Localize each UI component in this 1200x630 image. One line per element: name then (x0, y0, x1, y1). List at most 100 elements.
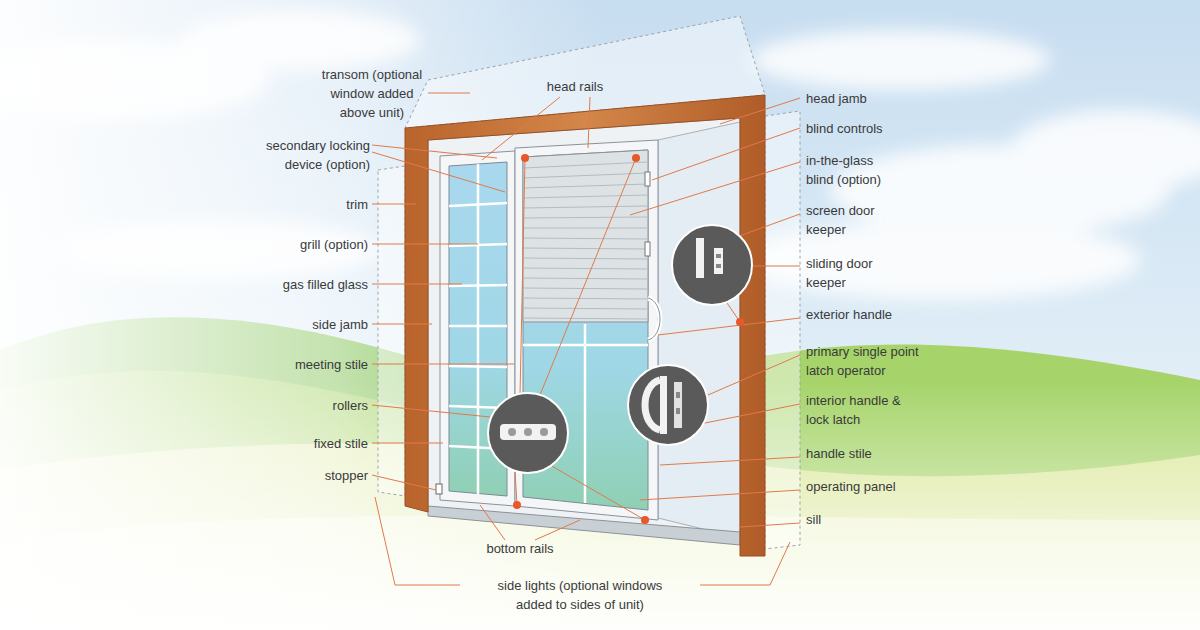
door-unit-part-part (523, 344, 648, 347)
door-unit-part-part (584, 324, 587, 503)
door-unit-part-part (523, 195, 648, 198)
part-label: gas filled glass (283, 275, 368, 294)
door-unit-part (436, 484, 442, 494)
part-label: grill (option) (300, 235, 368, 254)
detail-insets-part (524, 428, 532, 436)
detail-insets-part (676, 392, 680, 398)
part-label: secondary locking device (option) (255, 136, 370, 174)
leader-lines-part (372, 443, 443, 444)
leader-lines-part (658, 318, 800, 335)
door-unit-part (428, 506, 740, 545)
door-unit-part-part (523, 268, 648, 269)
door-unit-part (645, 172, 650, 186)
leader-lines-part (372, 145, 497, 158)
part-label: sliding door keeper (806, 254, 886, 292)
door-unit-part-part (523, 288, 648, 289)
leader-lines-part (640, 490, 800, 500)
part-label: interior handle & lock latch (806, 391, 901, 429)
door-unit-part-part (449, 285, 507, 286)
leader-lines-part (550, 465, 645, 520)
optional-windows-part (765, 111, 800, 549)
door-unit (405, 95, 765, 556)
leader-lines-part (372, 244, 478, 245)
door-unit-part-part (523, 278, 648, 279)
door-unit-part-part (449, 366, 507, 367)
leader-lines-part (372, 364, 514, 365)
detail-insets-part (716, 264, 721, 268)
part-label: screen door keeper (806, 201, 886, 239)
leader-lines-part (660, 457, 800, 465)
door-unit-part-part (523, 184, 648, 188)
detail-insets-part (714, 248, 723, 274)
part-label: fixed stile (314, 434, 368, 453)
part-label: blind controls (806, 119, 883, 138)
leader-lines-part (372, 405, 500, 418)
leader-lines-part (428, 93, 470, 94)
leader-lines-part (372, 475, 436, 490)
optional-windows (378, 16, 800, 549)
optional-windows-part (378, 166, 405, 496)
detail-insets-part (508, 428, 516, 436)
door-unit-part (405, 95, 765, 556)
door-unit-part-part (523, 162, 648, 168)
callout-dots-part (736, 318, 744, 326)
part-label: side jamb (312, 315, 368, 334)
leader-lines-part (515, 470, 517, 505)
door-unit-part-part (523, 228, 648, 229)
part-label: head rails (547, 77, 603, 96)
part-label: trim (346, 195, 368, 214)
leader-lines-part (480, 505, 505, 540)
leader-lines-part (372, 204, 416, 205)
part-label: handle stile (806, 444, 872, 463)
part-label: sill (806, 510, 821, 529)
door-unit-part (645, 242, 650, 256)
detail-insets-part (696, 238, 704, 278)
leader-lines-part (740, 523, 800, 527)
detail-insets-part (672, 225, 752, 305)
detail-insets (488, 225, 752, 473)
part-label: transom (optional window added above uni… (320, 65, 425, 122)
leader-lines-part (372, 152, 505, 192)
door-unit-part-part (523, 258, 648, 259)
detail-insets-part (628, 365, 708, 445)
door-unit-part-part (523, 318, 648, 319)
leader-lines-part (652, 128, 800, 180)
door-unit-part (523, 162, 648, 319)
part-label: operating panel (806, 477, 896, 496)
door-unit-part-part (449, 325, 507, 328)
detail-insets-part (645, 380, 660, 430)
door-unit-part-part (449, 203, 507, 206)
door-unit-part-part (523, 217, 648, 218)
detail-insets-part (488, 393, 568, 473)
detail-insets-part (716, 254, 721, 258)
leader-lines-part (482, 97, 560, 160)
part-label: stopper (325, 466, 368, 485)
callout-dots (513, 154, 744, 524)
part-label: in-the-glass blind (option) (806, 151, 901, 189)
door-unit-part-part (523, 238, 648, 239)
part-label: side lights (optional windows added to s… (488, 576, 673, 614)
leader-lines-part (588, 97, 590, 148)
door-unit-part-part (523, 248, 648, 249)
door-unit-part (648, 298, 660, 340)
part-label: bottom rails (486, 539, 553, 558)
callout-dots-part (513, 501, 521, 509)
part-label: primary single point latch operator (806, 342, 936, 380)
leader-lines-part (372, 324, 432, 325)
leader-lines-part (520, 158, 525, 395)
callout-dots-part (632, 154, 640, 162)
detail-insets-part (660, 376, 667, 434)
callout-dots-part (641, 516, 649, 524)
door-unit-part-part (523, 298, 648, 299)
door-unit-part-part (523, 206, 648, 208)
part-label: exterior handle (806, 305, 892, 324)
part-label: rollers (333, 396, 368, 415)
part-label: meeting stile (295, 355, 368, 374)
leader-lines-part (540, 158, 636, 395)
